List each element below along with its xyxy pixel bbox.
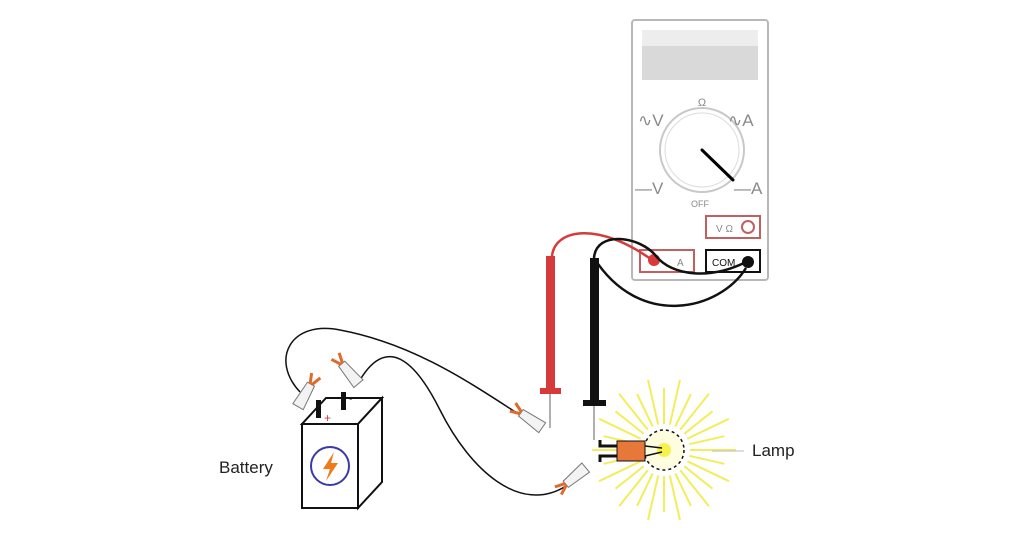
battery: + - (299, 392, 385, 511)
black-test-lead (583, 237, 754, 440)
lamp-glow-ray (598, 417, 642, 440)
lamp-glow-ray (647, 475, 660, 521)
dial-ohm-label: Ω (698, 97, 706, 109)
dial-off-label: OFF (691, 199, 709, 209)
lamp-glow-ray (636, 472, 654, 507)
dial-ac-amps-label: ∿A (728, 111, 754, 130)
lamp-glow-ray (668, 379, 681, 425)
lamp-glow-ray (683, 410, 714, 435)
lamp-glow-ray (618, 393, 649, 431)
lamp-glow-ray (674, 472, 692, 507)
lamp-glow-ray (679, 393, 710, 431)
amps-jack-label: A (677, 258, 684, 269)
lamp (592, 379, 736, 521)
lamp-glow-ray (679, 469, 710, 507)
lamp-glow-ray (614, 410, 645, 435)
clip-red-probe[interactable] (509, 402, 547, 434)
dial-dc-volts-label: —V (635, 179, 664, 198)
battery-minus-sign: - (349, 394, 352, 405)
lamp-glow-ray (614, 465, 645, 490)
lamp-glow-ray (674, 393, 692, 428)
lamp-glow-ray (618, 469, 649, 507)
lamp-glow-ray (598, 460, 642, 483)
lamp-glow-ray (668, 475, 681, 521)
red-probe-handle[interactable] (546, 256, 555, 388)
vohm-jack-label: V Ω (716, 224, 733, 235)
lamp-glow-ray (647, 379, 660, 425)
clip-battery-positive[interactable] (292, 372, 322, 411)
multimeter: Ω ∿V ∿A —V —A OFF V Ω A COM (631, 19, 769, 281)
lamp-glow-ray (636, 393, 654, 428)
dial-dc-amps-label: —A (734, 179, 763, 198)
com-jack-label: COM (712, 258, 735, 269)
lamp-base (616, 440, 646, 462)
vohm-jack[interactable] (741, 220, 755, 234)
lightning-bolt-shape (323, 452, 338, 481)
battery-positive-terminal (316, 400, 321, 418)
lamp-label: Lamp (752, 441, 795, 460)
black-lead-plug (742, 256, 754, 268)
battery-plus-sign: + (324, 411, 331, 425)
dial-ac-volts-label: ∿V (638, 111, 664, 130)
black-probe-guard (583, 400, 606, 406)
lamp-glow-ray (686, 460, 730, 483)
battery-negative-terminal (341, 392, 346, 410)
lamp-glow-ray (689, 454, 725, 465)
lamp-glow-ray (686, 417, 730, 440)
clip-battery-negative[interactable] (330, 352, 364, 389)
lamp-wire-fork (598, 440, 617, 462)
selector-pointer (700, 148, 735, 182)
red-probe-guard (540, 388, 561, 394)
clip-lamp[interactable] (554, 462, 591, 496)
battery-label: Battery (219, 458, 273, 477)
circuit-wires (285, 327, 567, 496)
lamp-glow-ray (689, 435, 725, 446)
black-probe-handle[interactable] (590, 258, 599, 400)
lamp-glow-ray (683, 465, 714, 490)
